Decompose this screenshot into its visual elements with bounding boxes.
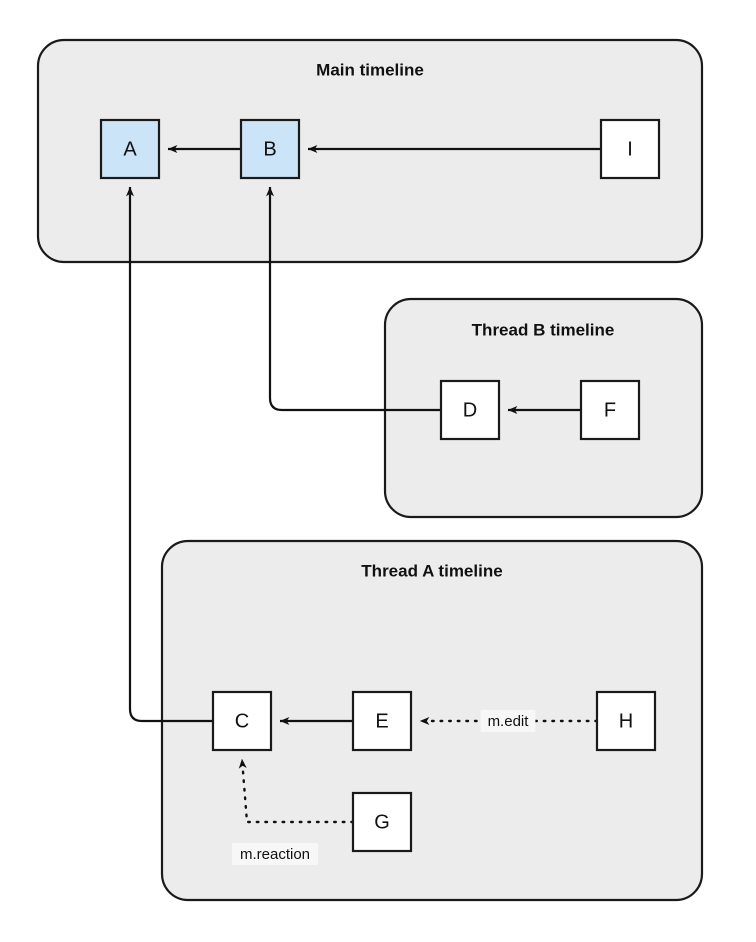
edge-labels-layer: m.edit m.reaction [232, 710, 536, 865]
edge-label-text-h-to-e: m.edit [488, 713, 530, 730]
node-e[interactable]: E [351, 690, 413, 752]
node-h-label: H [619, 710, 633, 732]
group-thread-b-rect [383, 297, 704, 519]
node-b-label: B [263, 138, 276, 160]
group-thread-a-title: Thread A timeline [361, 561, 502, 580]
edge-label-text-g-to-c: m.reaction [240, 846, 310, 863]
edge-label-h-to-e: m.edit [480, 710, 536, 732]
node-b-rect[interactable] [239, 118, 301, 180]
edge-c-to-a [126, 186, 213, 723]
node-g-label: G [374, 811, 390, 833]
node-d-rect[interactable] [439, 379, 501, 441]
group-main: Main timeline [36, 38, 704, 264]
group-thread-b-title: Thread B timeline [472, 320, 615, 339]
node-h[interactable]: H [595, 690, 657, 752]
node-i[interactable]: I [599, 118, 661, 180]
node-c-label: C [235, 710, 249, 732]
node-h-rect[interactable] [595, 690, 657, 752]
group-main-rect [36, 38, 704, 264]
nodes-layer: A B I D F C E H G [99, 118, 661, 853]
node-c[interactable]: C [211, 690, 273, 752]
node-f[interactable]: F [579, 379, 641, 441]
node-g[interactable]: G [351, 791, 413, 853]
node-a-rect[interactable] [99, 118, 161, 180]
node-b[interactable]: B [239, 118, 301, 180]
edge-label-bg-g-to-c [232, 843, 318, 865]
node-e-rect[interactable] [351, 690, 413, 752]
node-a-label: A [123, 138, 137, 160]
node-a[interactable]: A [99, 118, 161, 180]
node-d[interactable]: D [439, 379, 501, 441]
node-f-label: F [604, 399, 616, 421]
edge-label-g-to-c: m.reaction [232, 843, 318, 865]
edge-d-to-b [266, 186, 441, 412]
node-c-rect[interactable] [211, 690, 273, 752]
node-g-rect[interactable] [351, 791, 413, 853]
node-e-label: E [375, 710, 388, 732]
edges-layer [126, 144, 601, 824]
node-d-label: D [463, 399, 477, 421]
node-i-label: I [627, 138, 633, 160]
group-main-title: Main timeline [316, 60, 424, 79]
node-f-rect[interactable] [579, 379, 641, 441]
group-thread-b: Thread B timeline [383, 297, 704, 519]
node-i-rect[interactable] [599, 118, 661, 180]
edge-g-to-c [238, 757, 355, 824]
edge-label-bg-h-to-e [480, 710, 536, 732]
